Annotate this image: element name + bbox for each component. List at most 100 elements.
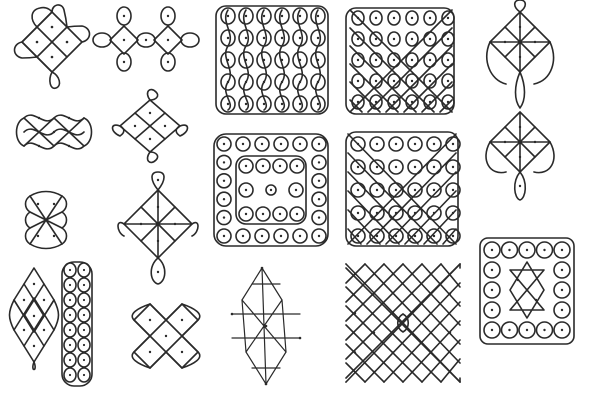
kolam-dot bbox=[543, 249, 545, 251]
kolam-dot bbox=[392, 312, 394, 314]
kolam-dot bbox=[69, 344, 71, 346]
kolam-dot bbox=[429, 38, 431, 40]
kolam-dot bbox=[83, 299, 85, 301]
kolam-dot bbox=[242, 235, 244, 237]
kolam-dot bbox=[430, 351, 432, 353]
kolam-dot bbox=[354, 351, 356, 353]
kolam-dot bbox=[561, 309, 563, 311]
kolam-dot bbox=[449, 292, 451, 294]
kolam-dot bbox=[281, 81, 283, 83]
kolam-dot bbox=[395, 166, 397, 168]
kolam-dot bbox=[69, 314, 71, 316]
kolam-dot bbox=[69, 269, 71, 271]
kolam-dot bbox=[433, 212, 435, 214]
kolam-dot bbox=[83, 344, 85, 346]
kolam-dot bbox=[245, 81, 247, 83]
kolam-dot bbox=[433, 235, 435, 237]
kolam-dot bbox=[357, 212, 359, 214]
kolam-dot bbox=[318, 198, 320, 200]
kolam-dot bbox=[317, 81, 319, 83]
kolam-dot bbox=[452, 212, 454, 214]
kolam-dot bbox=[354, 273, 356, 275]
kolam-dot bbox=[411, 101, 413, 103]
kolam-dot bbox=[317, 15, 319, 17]
kolam-dot bbox=[452, 166, 454, 168]
kolam-dot bbox=[491, 309, 493, 311]
kolam-dot bbox=[393, 80, 395, 82]
kolam-dot bbox=[429, 59, 431, 61]
kolam-dot bbox=[447, 101, 449, 103]
kolam-dot bbox=[318, 180, 320, 182]
kolam-dot bbox=[375, 101, 377, 103]
kolam-dot bbox=[357, 189, 359, 191]
kolam-dot bbox=[223, 143, 225, 145]
kolam-dot bbox=[376, 212, 378, 214]
kolam-dot bbox=[263, 37, 265, 39]
kolam-dot bbox=[447, 59, 449, 61]
kolam-dot bbox=[430, 312, 432, 314]
kolam-dot bbox=[357, 101, 359, 103]
kolam-dot bbox=[357, 143, 359, 145]
kolam-dot bbox=[414, 235, 416, 237]
kolam-dot bbox=[296, 165, 298, 167]
kolam-dot bbox=[295, 189, 297, 191]
kolam-dot bbox=[357, 59, 359, 61]
kolam-dot bbox=[411, 38, 413, 40]
kolam-dot bbox=[245, 213, 247, 215]
kolam-dot bbox=[430, 273, 432, 275]
kolam-dot bbox=[263, 103, 265, 105]
kolam-dot bbox=[392, 351, 394, 353]
kolam-dot bbox=[414, 166, 416, 168]
kolam-dot bbox=[69, 374, 71, 376]
kolam-dot bbox=[245, 103, 247, 105]
kolam-dot bbox=[263, 59, 265, 61]
kolam-dot bbox=[261, 143, 263, 145]
kolam-dot bbox=[83, 284, 85, 286]
kolam-dot bbox=[449, 371, 451, 373]
kolam-dot bbox=[375, 80, 377, 82]
kolam-dot bbox=[395, 235, 397, 237]
kolam-dot bbox=[491, 269, 493, 271]
kolam-dot bbox=[299, 81, 301, 83]
kolam-dot bbox=[83, 314, 85, 316]
kolam-dot bbox=[411, 292, 413, 294]
kolam-dot bbox=[447, 38, 449, 40]
kolam-dot bbox=[280, 143, 282, 145]
kolam-dot bbox=[357, 38, 359, 40]
kolam-dot bbox=[357, 166, 359, 168]
kolam-dot bbox=[357, 80, 359, 82]
kolam-dot bbox=[245, 189, 247, 191]
kolam-dot bbox=[414, 143, 416, 145]
kolam-dot bbox=[357, 17, 359, 19]
kolam-dot bbox=[83, 269, 85, 271]
kolam-dot bbox=[373, 292, 375, 294]
kolam-dot bbox=[299, 143, 301, 145]
kolam-dot bbox=[262, 213, 264, 215]
kolam-dot bbox=[263, 81, 265, 83]
kolam-dot bbox=[395, 143, 397, 145]
kolam-dot bbox=[375, 17, 377, 19]
kolam-dot bbox=[299, 15, 301, 17]
kolam-dot bbox=[491, 329, 493, 331]
kolam-dot bbox=[270, 189, 272, 191]
kolam-dot bbox=[245, 165, 247, 167]
kolam-dot bbox=[299, 103, 301, 105]
kolam-dot bbox=[429, 101, 431, 103]
kolam-dot bbox=[83, 329, 85, 331]
kolam-dot bbox=[223, 235, 225, 237]
kolam-dot bbox=[429, 80, 431, 82]
kolam-dot bbox=[561, 289, 563, 291]
kolam-dot bbox=[429, 17, 431, 19]
kolam-dot bbox=[83, 359, 85, 361]
kolam-dot bbox=[376, 166, 378, 168]
kolam-dot bbox=[261, 235, 263, 237]
kolam-dot bbox=[69, 284, 71, 286]
kolam-dot bbox=[411, 80, 413, 82]
kolam-dot bbox=[281, 37, 283, 39]
kolam-dot bbox=[280, 235, 282, 237]
kolam-dot bbox=[526, 249, 528, 251]
kolam-dot bbox=[227, 15, 229, 17]
kolam-dot bbox=[375, 38, 377, 40]
kolam-dot bbox=[245, 15, 247, 17]
